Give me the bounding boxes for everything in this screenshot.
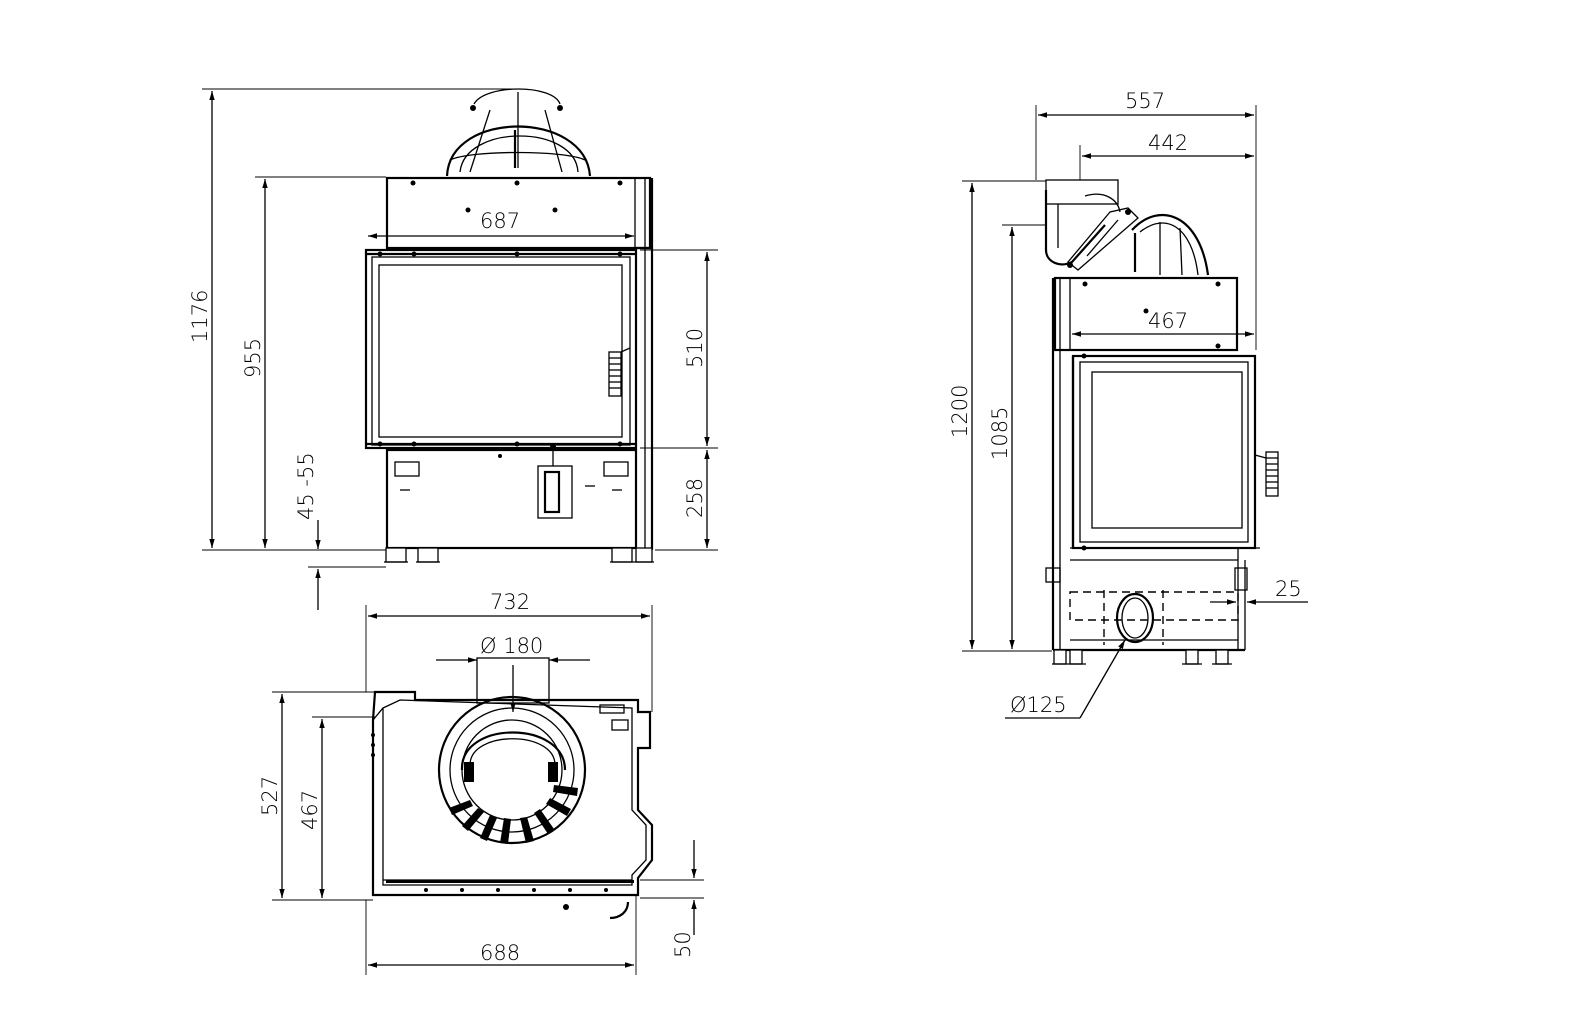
label-top-depth-outer: 527 (258, 776, 282, 816)
front-feet (384, 547, 654, 563)
top-view: 732 Ø 180 527 467 688 50 (258, 590, 704, 975)
label-front-body-height: 955 (241, 338, 265, 378)
front-view: 1176 955 687 510 258 45 -55 (188, 88, 718, 610)
label-top-flue-diameter: Ø 180 (480, 634, 543, 658)
label-front-glass-width: 687 (480, 209, 520, 233)
label-front-leg-adjust: 45 -55 (294, 452, 318, 520)
side-dimensions (962, 105, 1308, 719)
label-top-front-offset: 50 (671, 931, 695, 958)
side-glass-door (1071, 353, 1257, 551)
label-front-glass-height: 510 (683, 328, 707, 368)
label-front-total-height: 1176 (188, 290, 212, 343)
label-front-base-height: 258 (683, 478, 707, 518)
label-top-overall-width: 732 (490, 590, 530, 614)
side-door-handle (1254, 451, 1279, 497)
side-air-inlet (1069, 590, 1239, 645)
label-side-flue-offset: 442 (1148, 131, 1188, 155)
side-feet (1052, 649, 1232, 665)
front-glass-frame (364, 178, 654, 550)
side-upper-body (1053, 276, 1239, 352)
label-side-air-inlet-diameter: Ø125 (1010, 693, 1067, 717)
side-flue-elbow (1044, 179, 1210, 276)
label-top-base-width: 688 (480, 941, 520, 965)
top-body-outline (371, 690, 654, 897)
top-flue-ring (437, 695, 587, 845)
label-side-air-offset: 25 (1275, 577, 1302, 601)
front-flue-dome (445, 88, 592, 177)
front-upper-body (385, 176, 652, 250)
front-door-handle (608, 347, 631, 397)
top-dimensions (272, 605, 704, 975)
side-view: 557 442 1200 1085 467 25 Ø125 (948, 89, 1308, 719)
front-lower-base (385, 444, 638, 550)
label-side-overall-depth: 557 (1125, 89, 1165, 113)
label-side-inner-depth: 467 (1148, 309, 1188, 333)
front-dimensions (202, 88, 718, 610)
label-top-depth-inner: 467 (298, 790, 322, 830)
top-handle (563, 901, 630, 920)
top-flue (460, 657, 567, 771)
label-side-body-height: 1085 (988, 407, 1012, 460)
label-side-total-height: 1200 (948, 385, 972, 438)
